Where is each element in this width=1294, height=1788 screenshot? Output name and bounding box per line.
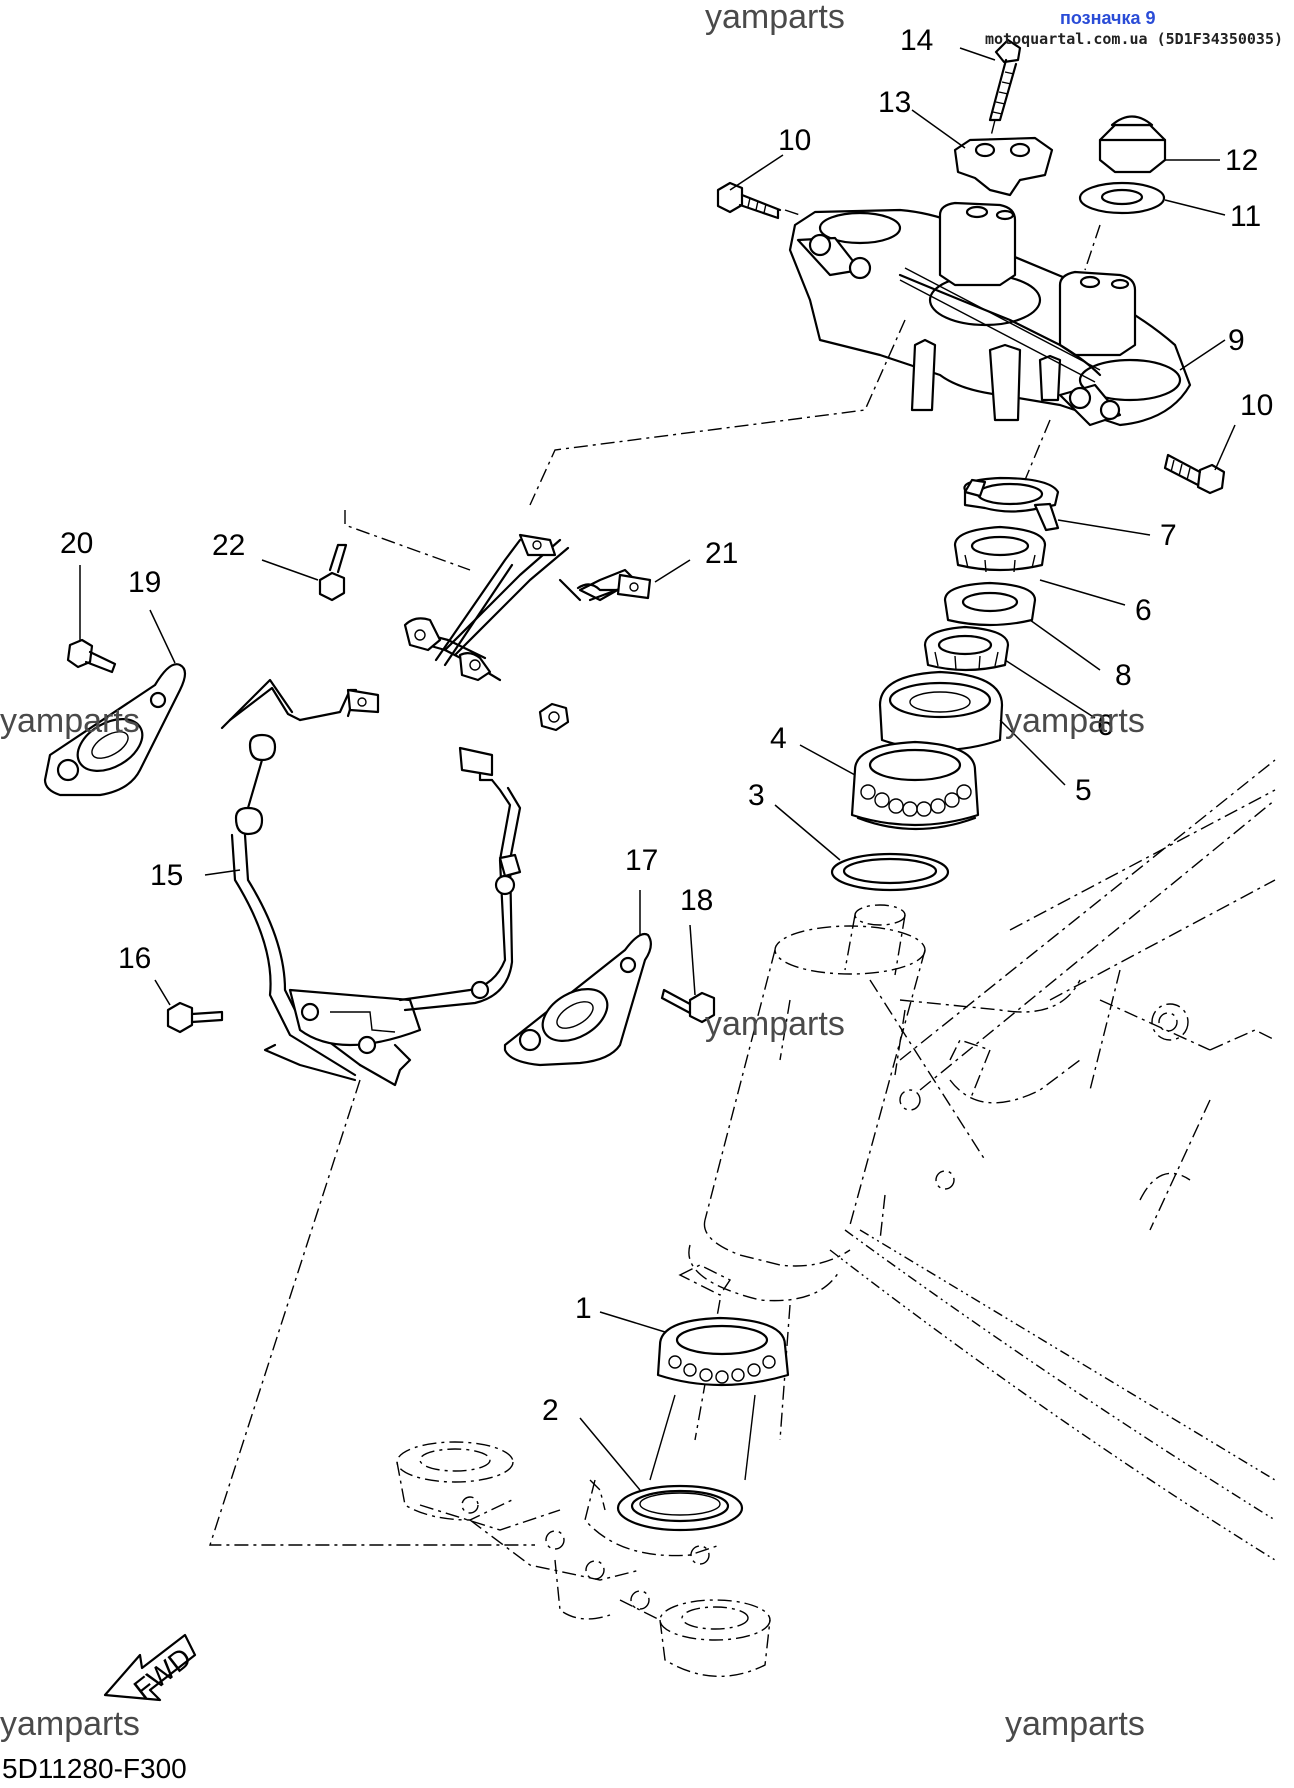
watermark-right: yamparts xyxy=(1005,702,1145,740)
callout-6-lower: 6 xyxy=(1097,709,1114,742)
callout-10-top: 10 xyxy=(778,124,811,157)
ring-nut-6-lower xyxy=(923,625,1010,672)
watermark-top: yamparts xyxy=(705,0,845,36)
watermark-bottom-right: yamparts xyxy=(1005,1705,1145,1743)
callout-numbers: 14 13 10 12 11 9 10 7 6 8 6 5 4 3 1 2 15… xyxy=(60,24,1273,1427)
bolt-10-top xyxy=(716,181,782,220)
callout-19: 19 xyxy=(128,566,161,599)
nut-small xyxy=(538,702,570,732)
ring-nut-6-upper xyxy=(953,525,1047,573)
washer-8 xyxy=(943,581,1037,627)
bolt-10-right xyxy=(1163,453,1226,495)
bearing-4 xyxy=(850,740,980,831)
bearing-1 xyxy=(656,1316,790,1387)
callout-4: 4 xyxy=(770,722,787,755)
stay-22 xyxy=(434,533,652,667)
callout-13: 13 xyxy=(878,86,911,119)
callout-3: 3 xyxy=(748,779,765,812)
bolt-16 xyxy=(166,1001,224,1034)
frame-outline xyxy=(829,759,1276,1561)
watermark-center: yamparts xyxy=(705,1005,845,1043)
callout-5: 5 xyxy=(1075,774,1092,807)
steering-stem-shaft xyxy=(649,1394,756,1481)
callout-6-upper: 6 xyxy=(1135,594,1152,627)
lock-washer-7 xyxy=(963,476,1060,532)
source-label: motoquartal.com.ua (5D1F34350035) xyxy=(985,30,1283,48)
drawing-code: 5D11280-F300 xyxy=(2,1753,187,1784)
watermark-left: yamparts xyxy=(0,702,140,740)
headlight-stay-15 xyxy=(220,678,522,1087)
callout-21: 21 xyxy=(705,537,738,570)
callout-22: 22 xyxy=(212,529,245,562)
tag-label: позначка 9 xyxy=(1060,8,1156,28)
callout-14: 14 xyxy=(900,24,933,57)
clamp-13 xyxy=(953,136,1054,197)
watermark-bottom-left: yamparts xyxy=(0,1705,140,1743)
bracket-17 xyxy=(503,932,652,1067)
callout-1: 1 xyxy=(575,1292,592,1325)
callout-8: 8 xyxy=(1115,659,1132,692)
bearing-race-5 xyxy=(878,670,1004,752)
callout-12: 12 xyxy=(1225,144,1258,177)
callout-20: 20 xyxy=(60,527,93,560)
assembly-lines xyxy=(209,119,1101,1546)
cap-nut-12 xyxy=(1098,115,1167,174)
bracket-19 xyxy=(43,663,187,797)
bolt-20 xyxy=(66,638,117,674)
stay-21 xyxy=(403,538,637,682)
callout-18: 18 xyxy=(680,884,713,917)
callout-leaders xyxy=(79,47,1236,1491)
bolt-22 xyxy=(318,543,348,602)
seal-2 xyxy=(616,1484,744,1532)
bolt-18 xyxy=(660,988,716,1024)
fwd-arrow: FWD xyxy=(103,1633,197,1705)
callout-9: 9 xyxy=(1228,324,1245,357)
seal-3 xyxy=(830,852,950,892)
callout-10-right: 10 xyxy=(1240,389,1273,422)
callout-15: 15 xyxy=(150,859,183,892)
under-bracket xyxy=(396,1441,771,1678)
washer-11 xyxy=(1078,181,1166,215)
callout-11: 11 xyxy=(1230,200,1261,233)
callout-16: 16 xyxy=(118,942,151,975)
callout-17: 17 xyxy=(625,844,658,877)
head-pipe xyxy=(678,904,926,1441)
upper-bracket-9 xyxy=(788,201,1192,427)
callout-2: 2 xyxy=(542,1394,559,1427)
callout-7: 7 xyxy=(1160,519,1177,552)
bolt-14 xyxy=(988,38,1022,122)
